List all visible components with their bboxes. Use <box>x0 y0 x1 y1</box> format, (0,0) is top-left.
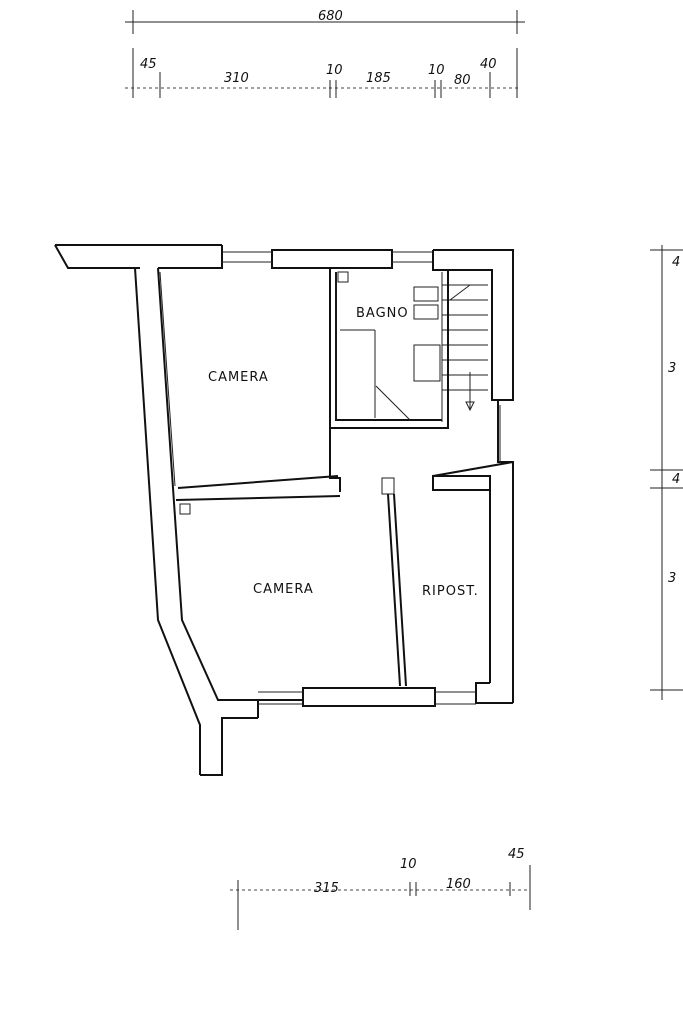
dim-top-seg-2: 310 <box>224 71 249 86</box>
dim-bottom-seg-1: 315 <box>314 881 339 896</box>
staircase <box>441 272 488 422</box>
walls <box>54 244 514 776</box>
dim-right-seg-1: 4 <box>672 255 680 270</box>
dim-top-seg-3: 10 <box>326 63 343 78</box>
dim-bottom-seg-4: 45 <box>508 847 525 862</box>
room-labels: CAMERA BAGNO CAMERA RIPOST. <box>208 306 479 599</box>
dim-bottom-seg-2: 10 <box>400 857 417 872</box>
room-label-ripostiglio: RIPOST. <box>422 584 479 599</box>
dim-top-seg-6: 80 <box>454 73 471 88</box>
bagno-vent-icon <box>337 271 349 283</box>
dim-top-seg-4: 185 <box>366 71 391 86</box>
room-label-camera-top: CAMERA <box>208 370 269 385</box>
chimney-flue <box>381 477 395 495</box>
dim-right-seg-2: 3 <box>668 361 676 376</box>
dim-top-seg-7: 40 <box>480 57 497 72</box>
camera-vent-icon <box>179 503 191 515</box>
dim-bottom-seg-3: 160 <box>446 877 471 892</box>
bottom-dimension-chain: 315 10 160 45 <box>230 847 531 930</box>
top-wall-segment <box>271 249 393 269</box>
dim-total-top: 680 <box>318 9 343 24</box>
bottom-wall-segment <box>302 687 436 707</box>
dim-right-seg-4: 3 <box>668 571 676 586</box>
dim-top-seg-1: 45 <box>140 57 157 72</box>
dim-right-seg-3: 4 <box>672 472 680 487</box>
top-dimension-chain: 680 45 310 10 185 10 80 40 <box>125 9 525 98</box>
right-dimension-chain: 4 3 4 3 <box>650 245 683 700</box>
room-label-camera-bottom: CAMERA <box>253 582 314 597</box>
room-label-bagno: BAGNO <box>356 306 409 321</box>
dim-top-seg-5: 10 <box>428 63 445 78</box>
